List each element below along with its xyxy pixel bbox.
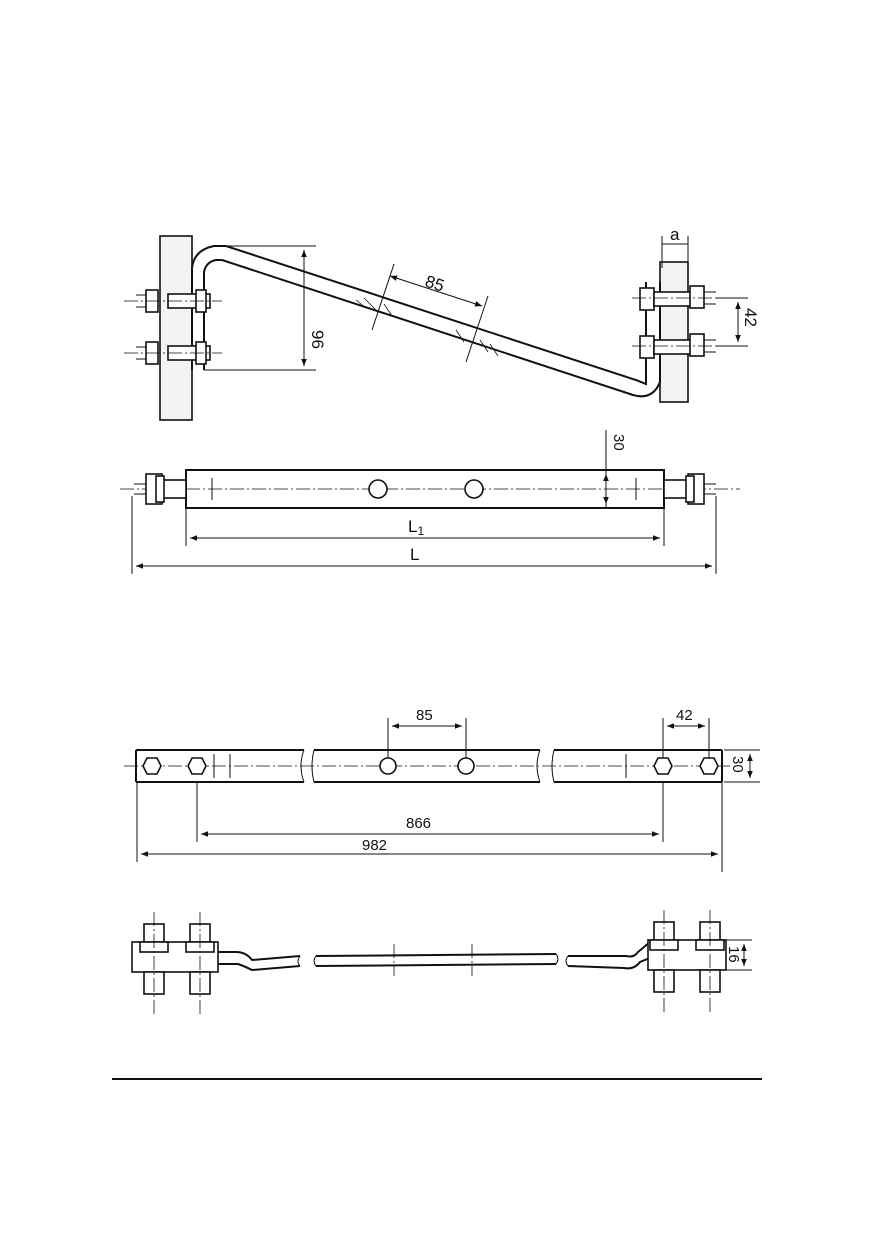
hole-right <box>464 479 484 499</box>
right-wall <box>659 261 689 403</box>
left-wall <box>159 235 193 421</box>
right-bar-end <box>567 941 651 970</box>
inner-length-label: L1 <box>408 517 424 538</box>
plan-total-length-label: 982 <box>362 837 387 854</box>
bend-height-label: 96 <box>308 330 327 349</box>
plan-hole-left <box>379 757 397 775</box>
dimension-offset: a <box>661 225 689 268</box>
hex-nut-4 <box>699 757 719 775</box>
bent-bar-inner <box>203 259 661 398</box>
side-dimension-thickness: 16 <box>725 939 752 971</box>
middle-bar-piece <box>315 953 557 967</box>
plan-inner-length-label: 866 <box>406 815 431 832</box>
bent-bar <box>191 245 647 386</box>
bar-segment-middle <box>314 749 540 783</box>
hex-nut-1 <box>142 757 162 775</box>
hex-nut-3 <box>653 757 673 775</box>
bar-top-view: 30 L1 L <box>120 430 740 574</box>
left-bar-end <box>218 951 301 972</box>
offset-label: a <box>670 225 680 244</box>
right-bolts <box>632 285 730 359</box>
width-label: 30 <box>610 434 627 451</box>
left-bolts <box>124 289 222 365</box>
right-end-bolt <box>663 473 716 505</box>
plan-hole-spacing-label: 85 <box>416 707 433 724</box>
bar-break-hatch <box>355 297 499 357</box>
dimension-bolt-spacing: 42 <box>716 297 760 347</box>
plan-dimension-hole-spacing: 85 <box>387 707 467 758</box>
side-thickness-label: 16 <box>725 946 742 963</box>
dimension-inner-length: L1 <box>185 508 665 546</box>
hole-left <box>368 479 388 499</box>
plan-hole-right <box>457 757 475 775</box>
total-length-label: L <box>410 545 419 564</box>
hex-nut-2 <box>187 757 207 775</box>
plan-dimension-width: 30 <box>724 749 760 783</box>
straight-bar-side-view: 16 <box>131 910 752 1014</box>
plan-width-label: 30 <box>729 756 746 773</box>
hole-spacing-label: 85 <box>423 272 447 296</box>
plan-dimension-inner-length: 866 <box>196 782 664 842</box>
straight-bar-plan: 85 42 30 866 982 <box>124 707 760 872</box>
left-end-bolt <box>134 473 187 505</box>
dimension-total-length: L <box>131 496 717 574</box>
plan-bolt-spacing-label: 42 <box>676 707 693 724</box>
plan-dimension-total-length: 982 <box>136 782 723 872</box>
dimension-width: 30 <box>603 430 627 508</box>
plan-dimension-bolt-spacing: 42 <box>662 707 710 758</box>
dimension-hole-spacing: 85 <box>371 263 489 363</box>
bolt-spacing-label: 42 <box>741 308 760 327</box>
bent-bar-side-view: 96 85 a 42 <box>124 225 760 421</box>
dimension-bend-height: 96 <box>204 245 327 371</box>
